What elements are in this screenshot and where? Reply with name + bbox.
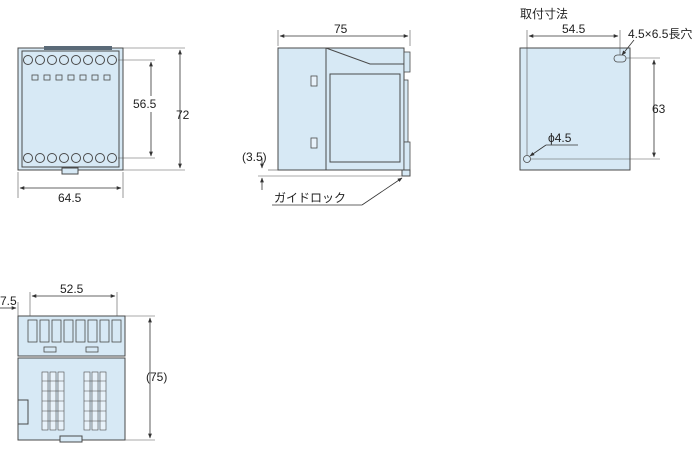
hole-pitch-label: 56.5	[133, 97, 157, 111]
pitch-x-label: 54.5	[562, 22, 586, 36]
slot-label: 4.5×6.5長穴	[628, 26, 692, 41]
indicator-led-row	[31, 74, 111, 81]
top-clip-bar	[44, 46, 112, 50]
side-window-top	[310, 75, 318, 87]
din-latch	[61, 167, 79, 175]
bottom-side-notch	[17, 399, 29, 425]
side-view: 75 (3.5) ガイドロック	[242, 22, 411, 206]
bottom-terminal-row	[23, 153, 117, 163]
top-terminal-row	[23, 55, 117, 65]
guide-lock-label: ガイドロック	[274, 191, 346, 205]
side-front-block	[277, 47, 327, 171]
hole-label: ϕ4.5	[548, 131, 572, 145]
side-rail	[403, 79, 409, 143]
guide-lock-leader	[361, 177, 403, 206]
clearance-label: (3.5)	[242, 150, 267, 164]
side-tab-bottom	[403, 141, 411, 171]
mounting-slot	[613, 54, 627, 63]
hole-leader	[529, 144, 547, 157]
mounting-title: 取付寸法	[520, 7, 568, 21]
bottom-width-label: 52.5	[60, 282, 84, 296]
front-view: 56.5 72 64.5	[17, 46, 190, 205]
guide-lock	[401, 169, 411, 177]
bottom-latch	[59, 435, 83, 443]
side-window-bottom	[310, 137, 318, 149]
depth-label: 75	[334, 22, 348, 36]
mounting-hole	[523, 155, 531, 163]
bottom-main-block	[17, 357, 126, 441]
offset-label: 7.5	[0, 294, 17, 308]
slot-leader	[621, 39, 635, 56]
bottom-height-label: (75)	[146, 370, 167, 384]
side-label-panel	[329, 73, 401, 163]
bottom-view: 52.5 7.5 (75)	[0, 282, 167, 443]
pitch-y-label: 63	[652, 102, 666, 116]
height-label: 72	[176, 108, 190, 122]
bottom-terminal-slots	[27, 319, 122, 343]
front-inner-panel	[21, 50, 120, 168]
mounting-view: 取付寸法 54.5 4.5×6.5長穴 63 ϕ4.5	[519, 7, 692, 171]
side-tab-top	[403, 51, 411, 73]
mounting-plate	[519, 47, 631, 171]
width-label: 64.5	[58, 191, 82, 205]
